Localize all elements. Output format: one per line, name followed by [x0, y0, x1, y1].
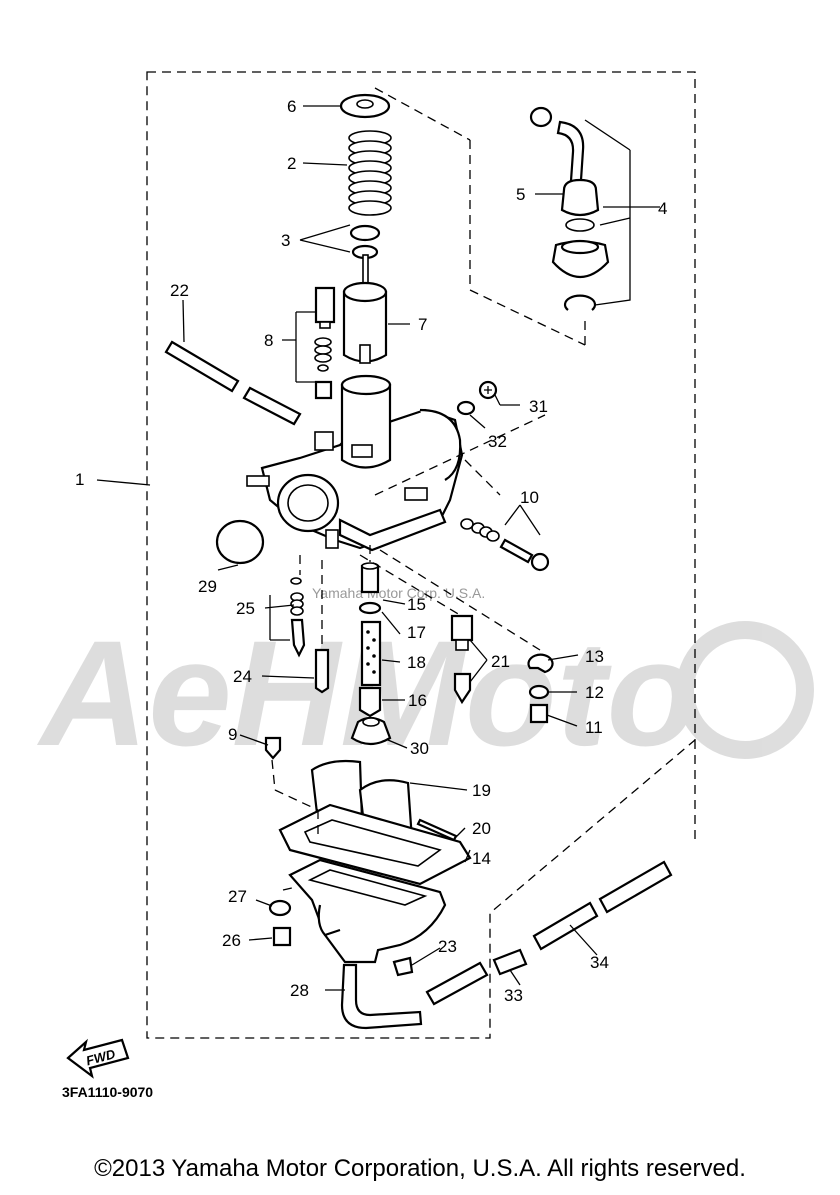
part-21-needle-valve — [450, 614, 474, 705]
part-6-washer — [339, 93, 391, 119]
part-14-gasket — [278, 803, 472, 886]
part-24-pilot-jet — [314, 648, 330, 694]
fwd-arrow-icon: FWD — [66, 1038, 130, 1079]
callout-3: 3 — [281, 231, 290, 250]
part-31-screw — [478, 380, 498, 400]
carburetor-body — [246, 374, 464, 552]
part-7-throttle-valve — [342, 281, 388, 364]
callout-20: 20 — [472, 819, 491, 838]
part-25-pilot-screw-set — [290, 577, 306, 658]
part-4-cap-assembly — [529, 106, 610, 311]
part-11-screw — [529, 703, 549, 724]
watermark-text: Yamaha Motor Corp. U.S.A. — [312, 585, 485, 601]
callout-12: 12 — [585, 683, 604, 702]
callout-5: 5 — [516, 185, 525, 204]
part-28-drain-hose — [340, 963, 423, 1030]
part-10-throttle-stop-screw — [460, 518, 550, 572]
part-13-clip — [527, 653, 554, 674]
part-27-washer — [268, 899, 292, 917]
callout-13: 13 — [585, 647, 604, 666]
part-26-screw — [272, 926, 292, 947]
leader-lines — [96, 87, 660, 991]
callout-10: 10 — [520, 488, 539, 507]
callout-17: 17 — [407, 623, 426, 642]
callout-24: 24 — [233, 667, 252, 686]
callout-22: 22 — [170, 281, 189, 300]
callout-31: 31 — [529, 397, 548, 416]
part-32-washer — [456, 400, 476, 416]
callouts: 1 2 3 4 5 6 7 8 9 10 11 12 13 14 15 16 1… — [75, 97, 667, 1005]
callout-29: 29 — [198, 577, 217, 596]
callout-34: 34 — [590, 953, 609, 972]
callout-28: 28 — [290, 981, 309, 1000]
callout-8: 8 — [264, 331, 273, 350]
callout-4: 4 — [658, 199, 667, 218]
part-23-drain-screw — [392, 956, 414, 977]
part-34-hose — [425, 860, 673, 1006]
callout-15: 15 — [407, 595, 426, 614]
part-9-screw — [264, 736, 282, 760]
part-15-needle-jet — [360, 562, 380, 594]
copyright-notice: ©2013 Yamaha Motor Corporation, U.S.A. A… — [94, 1155, 746, 1182]
callout-7: 7 — [418, 315, 427, 334]
part-5-rubber-cap — [560, 178, 600, 217]
callout-2: 2 — [287, 154, 296, 173]
callout-18: 18 — [407, 653, 426, 672]
callout-21: 21 — [491, 652, 510, 671]
callout-16: 16 — [408, 691, 427, 710]
part-29-o-ring — [215, 519, 265, 565]
callout-30: 30 — [410, 739, 429, 758]
callout-32: 32 — [488, 432, 507, 451]
callout-9: 9 — [228, 725, 237, 744]
assembly-border — [146, 71, 696, 1039]
part-12-washer — [528, 684, 550, 700]
part-30-baffle — [350, 716, 392, 746]
callout-25: 25 — [236, 599, 255, 618]
part-17-o-ring — [358, 601, 382, 615]
callout-26: 26 — [222, 931, 241, 950]
part-3-needle-clip — [349, 224, 381, 296]
callout-11: 11 — [585, 718, 603, 737]
part-2-spring — [348, 130, 392, 216]
diagram-code: 3FA1110-9070 — [62, 1084, 153, 1100]
part-22-hose — [164, 340, 302, 426]
callout-6: 6 — [287, 97, 296, 116]
part-16-main-jet — [358, 686, 382, 718]
part-33-fitting — [492, 948, 528, 976]
callout-1: 1 — [75, 470, 84, 489]
callout-14: 14 — [472, 849, 491, 868]
float-chamber — [288, 858, 447, 964]
part-18-emulsion-tube — [360, 620, 382, 687]
part-8-starter-plunger — [314, 286, 336, 400]
callout-19: 19 — [472, 781, 491, 800]
callout-23: 23 — [438, 937, 457, 956]
callout-27: 27 — [228, 887, 247, 906]
callout-33: 33 — [504, 986, 523, 1005]
